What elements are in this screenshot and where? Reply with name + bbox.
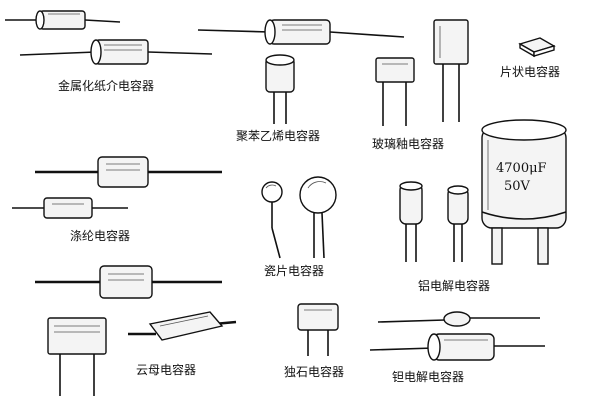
polyester-capacitor-drawing xyxy=(12,156,222,219)
chip-capacitor-drawing xyxy=(518,37,556,58)
label-glass-glaze: 玻璃釉电容器 xyxy=(372,136,444,151)
tantalum-electrolytic-capacitor-drawing xyxy=(369,311,545,361)
polystyrene-capacitor-drawing xyxy=(197,19,405,124)
voltage-marking: 50V xyxy=(504,179,531,194)
label-polystyrene: 聚苯乙烯电容器 xyxy=(236,128,320,143)
metal-paper-capacitor-drawing xyxy=(5,10,213,65)
ceramic-capacitor-drawing xyxy=(261,176,337,259)
label-monolithic: 独石电容器 xyxy=(284,364,344,379)
label-tantalum-electrolytic: 钽电解电容器 xyxy=(392,369,464,384)
axial-capacitor-drawing xyxy=(35,265,222,299)
mica-capacitor-drawing xyxy=(47,311,237,396)
glass-glaze-capacitor-drawing xyxy=(375,19,469,126)
capacitance-marking: 4700μF xyxy=(496,161,547,176)
monolithic-capacitor-drawing xyxy=(297,303,339,356)
aluminum-electrolytic-capacitor-drawing xyxy=(399,119,567,265)
label-mica: 云母电容器 xyxy=(136,362,196,377)
label-polyester: 涤纶电容器 xyxy=(70,228,130,243)
label-aluminum-electrolytic: 铝电解电容器 xyxy=(418,278,490,293)
label-chip: 片状电容器 xyxy=(500,64,560,79)
label-ceramic: 瓷片电容器 xyxy=(264,263,324,278)
label-metal-paper: 金属化纸介电容器 xyxy=(58,78,154,93)
